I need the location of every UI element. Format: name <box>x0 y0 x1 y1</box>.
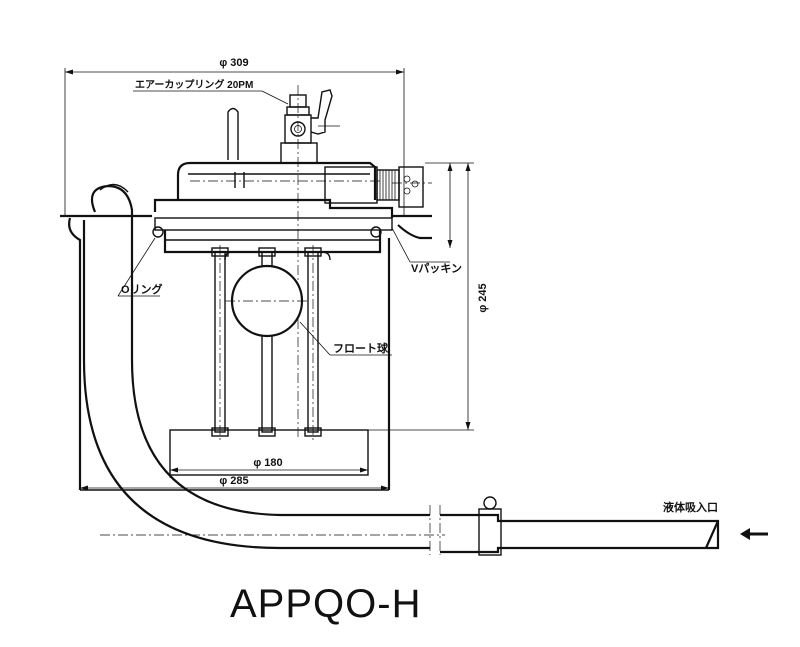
annotation-liquid-inlet: 液体吸入口 <box>663 500 768 540</box>
label-top-width: φ 309 <box>219 57 248 69</box>
dimension-inner-width: φ 180 <box>169 457 368 478</box>
o-rings <box>152 226 382 238</box>
label-air-coupling: エアーカップリング 20PM <box>135 78 253 91</box>
label-height: φ 245 <box>477 283 489 312</box>
bottom-plate <box>169 429 369 476</box>
lid-body <box>153 161 432 261</box>
annotation-o-ring: Oリング <box>117 237 163 297</box>
dimension-outer-width: φ 285 <box>80 475 389 491</box>
label-inner-width: φ 180 <box>253 457 282 469</box>
drum-wall <box>60 214 432 491</box>
annotation-float-ball: フロート球 <box>299 321 392 356</box>
label-float-ball: フロート球 <box>333 341 389 355</box>
tie-rods <box>211 245 322 442</box>
dimension-height: φ 245 <box>368 162 489 431</box>
arrow-left-icon <box>740 528 768 540</box>
label-liquid-inlet: 液体吸入口 <box>663 500 718 514</box>
float-ball <box>225 264 310 338</box>
label-outer-width: φ 285 <box>219 475 248 487</box>
annotation-v-packing: Vパッキン <box>391 227 462 275</box>
air-coupling-assembly <box>280 85 340 440</box>
annotation-air-coupling: エアーカップリング 20PM <box>133 78 289 105</box>
label-v-packing: Vパッキン <box>411 262 462 275</box>
label-o-ring: Oリング <box>121 282 163 296</box>
suction-pipe <box>82 183 720 556</box>
dimension-top-width: φ 309 <box>64 57 405 215</box>
knurl-lines <box>379 170 396 200</box>
model-name: APPQO-H <box>230 582 421 626</box>
handle-rod <box>227 107 239 160</box>
